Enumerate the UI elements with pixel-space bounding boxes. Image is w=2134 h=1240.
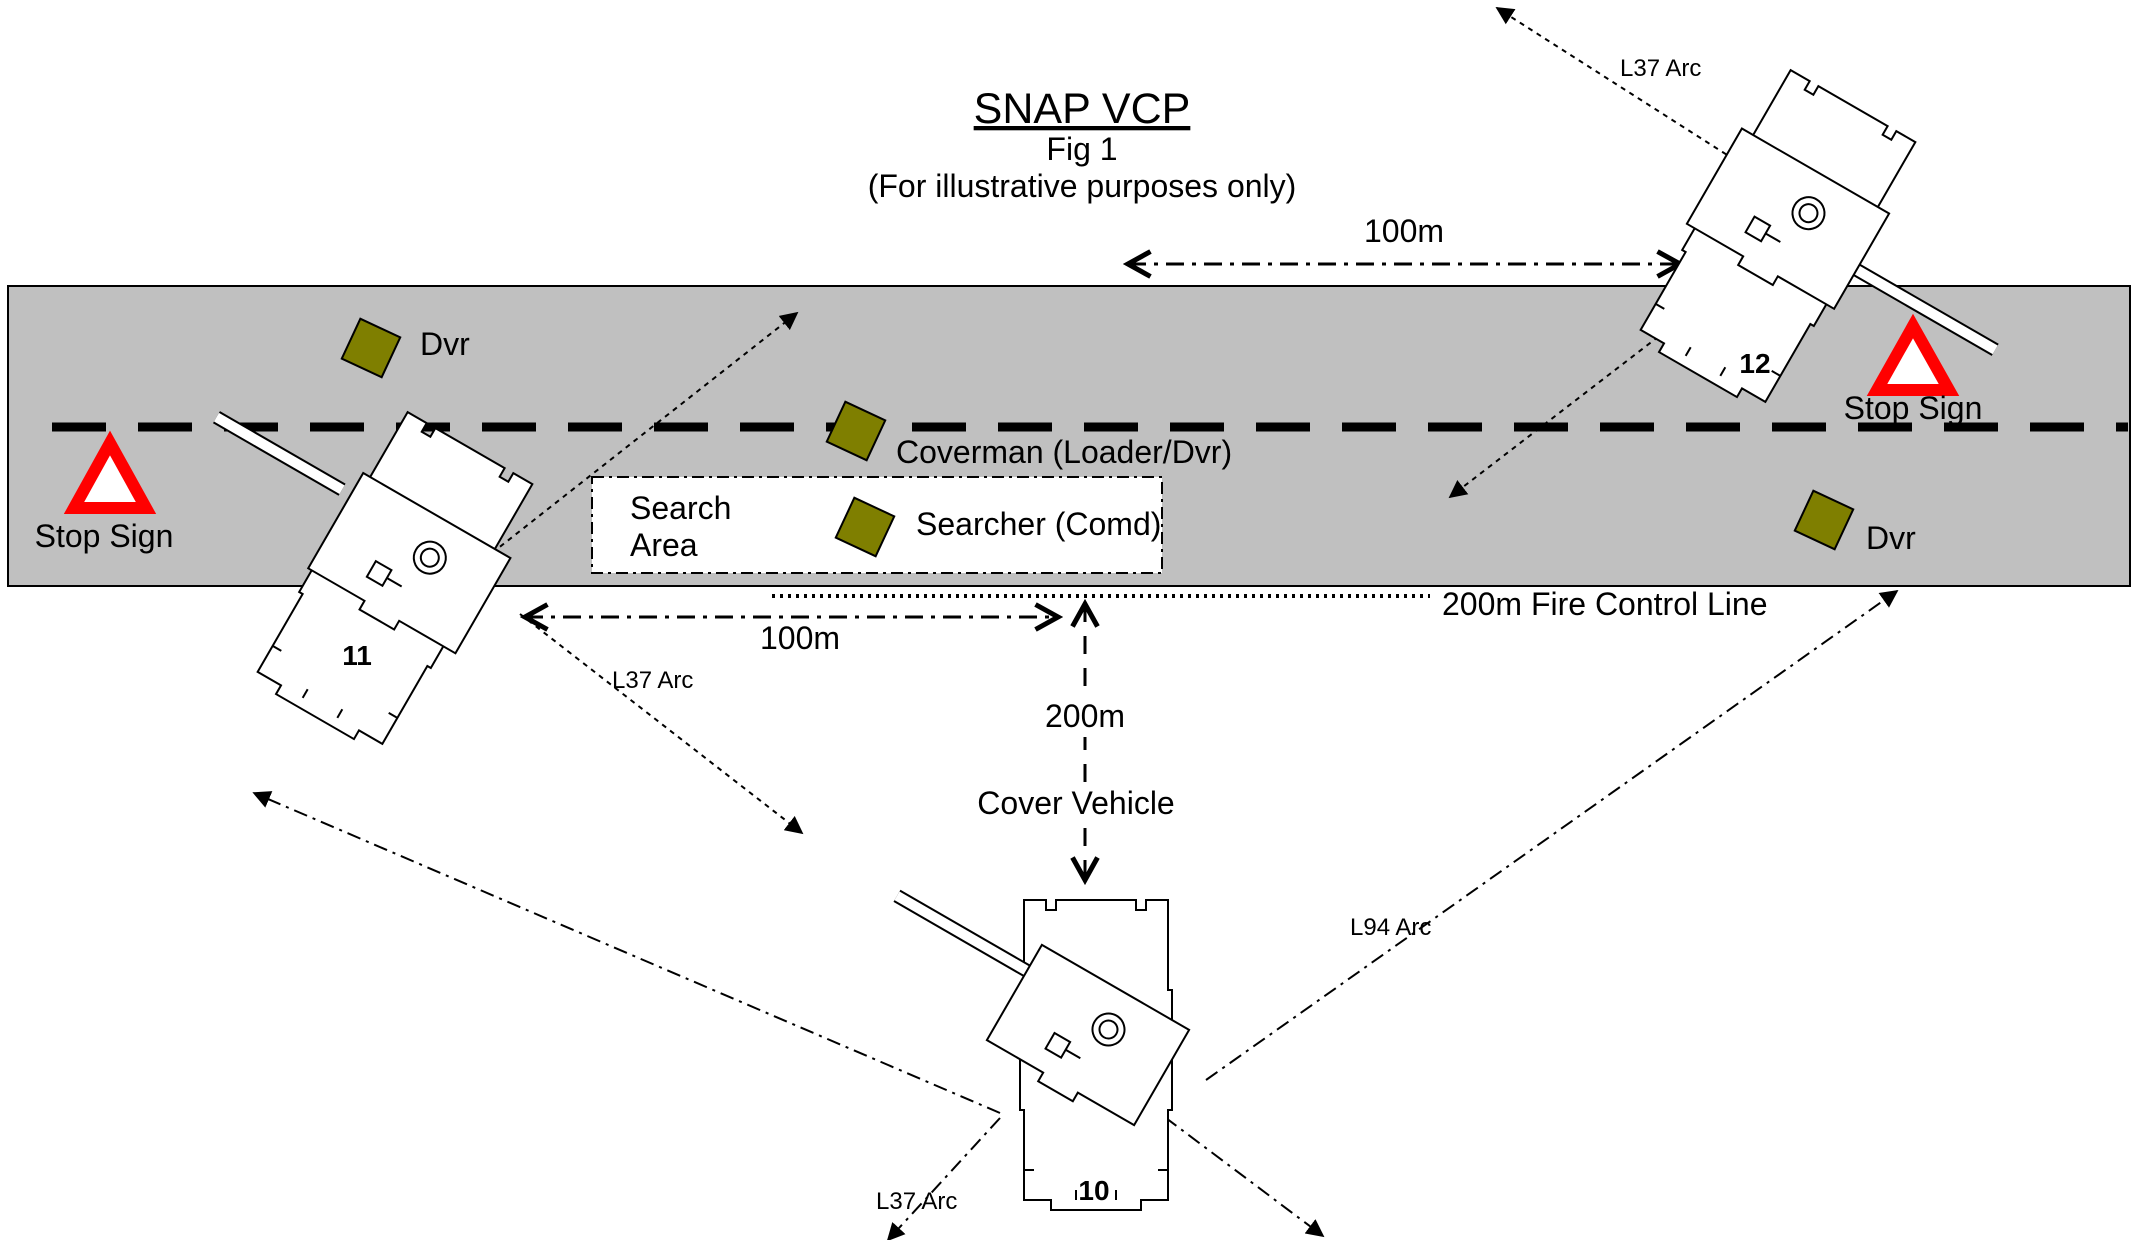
dvr-marker-left — [340, 317, 402, 379]
arc-line-11-upper — [444, 311, 799, 591]
search-area-label-2: Area — [630, 527, 698, 563]
figure-number: Fig 1 — [1046, 131, 1117, 167]
vehicle-11 — [212, 409, 537, 756]
dvr-marker-right — [1793, 489, 1855, 551]
coverman-label: Coverman (Loader/Dvr) — [896, 434, 1232, 470]
stop-sign-right-icon — [1866, 313, 1960, 396]
vehicle-10-number: 10 — [1078, 1175, 1109, 1206]
arc-label-l94: L94 Arc — [1350, 914, 1431, 941]
arc-label-l37-bottom: L37 Arc — [876, 1188, 957, 1215]
stop-sign-left-label: Stop Sign — [35, 518, 174, 554]
distance-label-100m-top: 100m — [1364, 213, 1444, 249]
vehicle-11-number: 11 — [342, 640, 372, 671]
vehicle-12-number: 12 — [1739, 348, 1770, 379]
distance-label-100m-bottom: 100m — [760, 620, 840, 656]
searcher-marker — [834, 496, 896, 558]
figure-note: (For illustrative purposes only) — [868, 168, 1297, 204]
coverman-marker — [825, 400, 887, 462]
arc-line-10-left — [252, 791, 1001, 1114]
cover-vehicle-label: Cover Vehicle — [977, 785, 1174, 821]
fire-control-line-label: 200m Fire Control Line — [1442, 586, 1767, 622]
vehicle-10 — [893, 889, 1191, 1211]
stop-sign-left-icon — [63, 430, 157, 514]
stop-sign-right-label: Stop Sign — [1844, 390, 1983, 426]
dvr-label-left: Dvr — [420, 326, 470, 362]
arc-line-10-l94 — [1205, 589, 1899, 1081]
arc-line-10-lower-left — [886, 1117, 1001, 1240]
arc-line-12-upper — [1495, 7, 1761, 177]
dvr-label-right: Dvr — [1866, 520, 1916, 556]
vehicle-12 — [1631, 67, 1999, 414]
page-title: SNAP VCP — [974, 85, 1191, 133]
arc-label-l37-top: L37 Arc — [1620, 55, 1701, 82]
searcher-label: Searcher (Comd) — [916, 506, 1161, 542]
distance-label-200m: 200m — [1045, 698, 1125, 734]
search-area-label-1: Search — [630, 490, 731, 526]
arc-label-l37-left: L37 Arc — [612, 667, 693, 694]
arc-line-10-lower-right — [1141, 1099, 1325, 1238]
